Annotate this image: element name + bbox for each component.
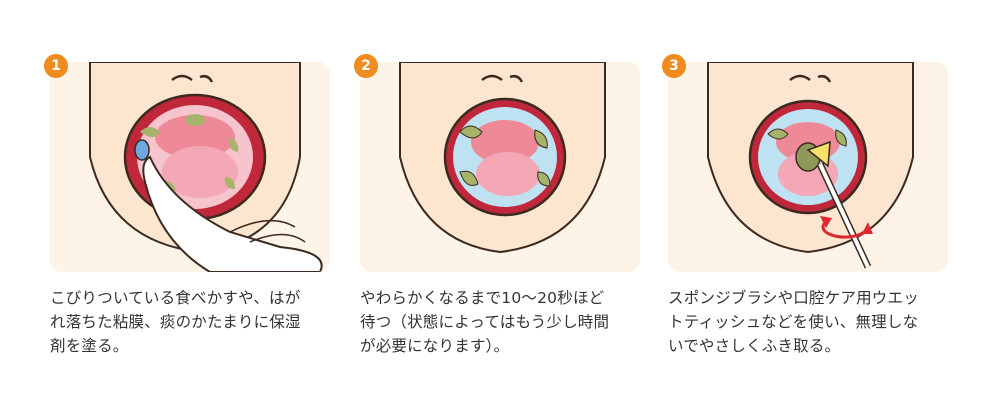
wipe-illustration: [707, 62, 914, 269]
illustration-panel: [360, 62, 640, 272]
step-number-badge: 2: [354, 54, 378, 78]
illustration-panel: [50, 62, 330, 272]
step-number-badge: 1: [44, 54, 68, 78]
step-caption: やわらかくなるまで10～20秒ほど 待つ（状態によってはもう少し時間 が必要にな…: [360, 289, 610, 355]
step-caption: こびりついている食べかすや、はが れ落ちた粘膜、痰のかたまりに保湿 剤を塗る。: [50, 289, 301, 355]
step-caption: スポンジブラシや口腔ケア用ウエッ トティッシュなどを使い、無理しな いでやさしく…: [668, 289, 919, 355]
wait-illustration: [399, 62, 606, 254]
step-2: 2 やわらかくなるまで10～20秒ほど 待つ（状態によってはもう少し時間 が必要…: [354, 54, 640, 358]
step-number-badge: 3: [662, 54, 686, 78]
step-3: 3 スポンジブラシや口腔ケア用ウエッ トティッシュなどを使い、無理しな いでやさ…: [662, 54, 948, 358]
illustration-panel: [668, 62, 948, 272]
apply-moisturizer-illustration: [89, 62, 323, 272]
step-1: 1 こびりついている食べかすや、はが れ落ちた粘膜、痰のかたまりに保湿 剤を塗る…: [44, 54, 330, 358]
